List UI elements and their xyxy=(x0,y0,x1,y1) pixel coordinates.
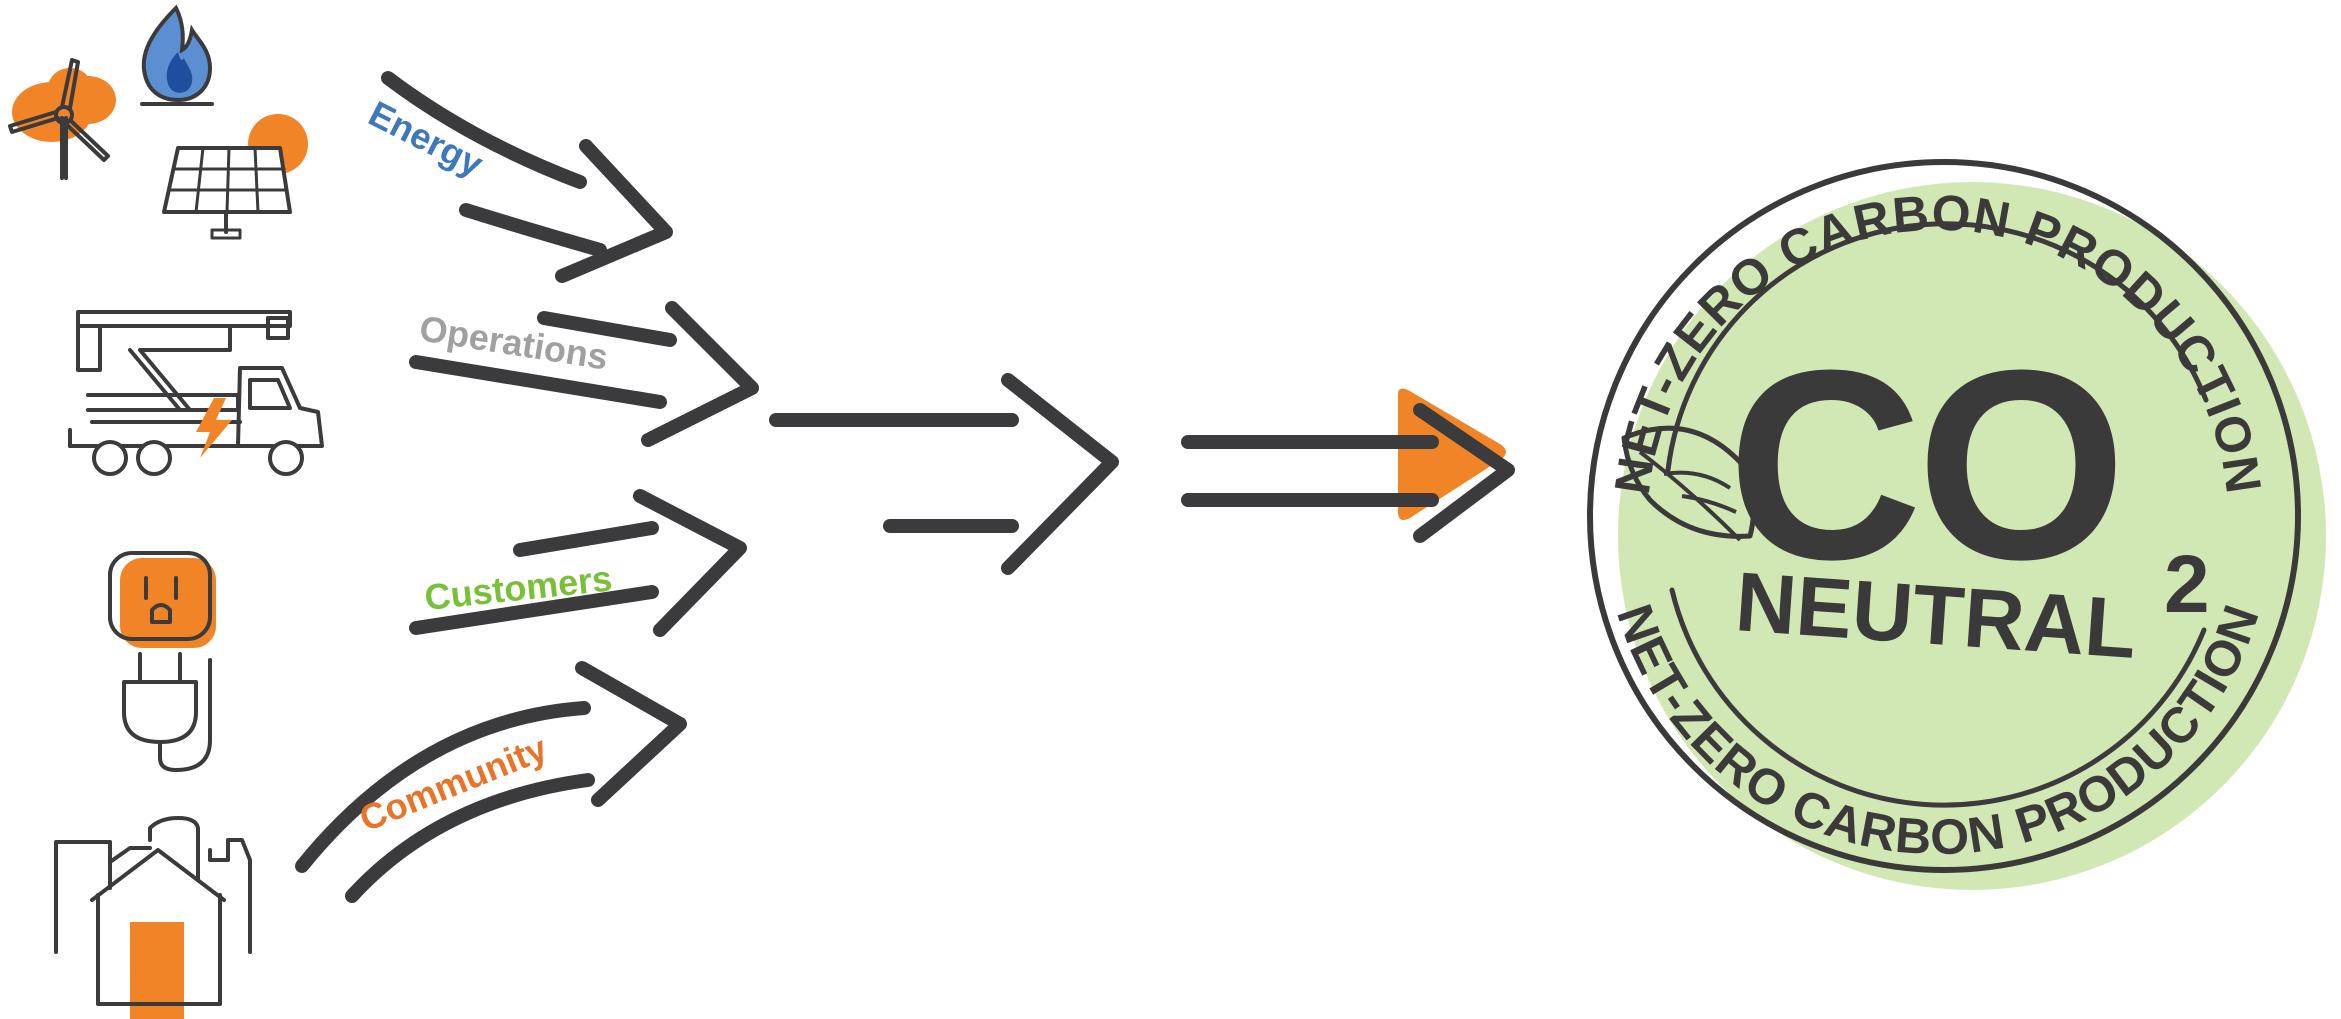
seal-inner-arc-bottom xyxy=(1669,587,2207,808)
leaf-icon xyxy=(1621,425,1756,542)
community-arrow xyxy=(295,661,687,903)
outlet-plug-icon xyxy=(108,551,216,772)
customers-arrow xyxy=(409,489,747,637)
lightning-bolt-icon xyxy=(196,398,232,458)
co2-formula: CO xyxy=(1728,315,2121,616)
community-buildings-icon xyxy=(54,816,252,1019)
co2-subscript: 2 xyxy=(2164,539,2210,630)
seal-outer-ring xyxy=(1587,159,2301,873)
operations-arrow xyxy=(409,301,759,447)
utility-bucket-truck-icon xyxy=(68,310,324,476)
energy-sources-icon xyxy=(8,4,308,240)
combined-arrow xyxy=(769,373,1119,575)
seal-inner-arc-top xyxy=(1665,221,2209,473)
wind-turbine-icon xyxy=(8,58,116,180)
gas-flame-icon xyxy=(140,4,214,106)
energy-arrow xyxy=(381,71,673,283)
co2-neutral-seal: NET-ZERO CARBON PRODUCTION NET-ZERO CARB… xyxy=(1587,159,2326,890)
output-arrow xyxy=(1181,388,1515,543)
solar-panel-icon xyxy=(162,114,308,240)
